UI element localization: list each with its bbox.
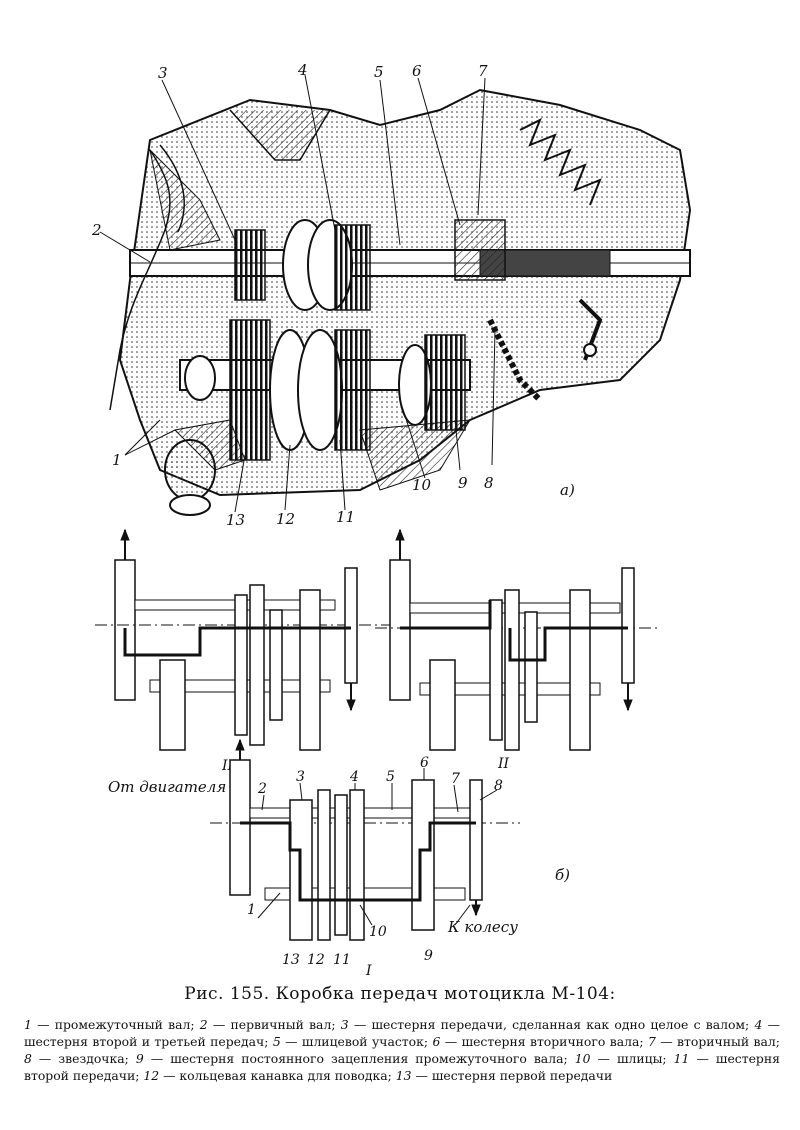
callout-a-10: 10 xyxy=(412,476,432,494)
legend-text: первичный вал; xyxy=(230,1017,336,1032)
legend-num: 4 xyxy=(754,1017,763,1032)
legend-text: шлицевой участок; xyxy=(301,1034,429,1049)
callout-b-5: 5 xyxy=(386,769,395,785)
legend-text: вторичный вал; xyxy=(677,1034,780,1049)
diagram-III xyxy=(95,528,400,751)
callout-b-3: 3 xyxy=(296,769,305,785)
callout-a-7: 7 xyxy=(478,62,488,80)
callout-b-12: 12 xyxy=(307,952,325,968)
callout-a-6: 6 xyxy=(412,62,422,80)
legend-text: шестерня вторичного вала; xyxy=(461,1034,644,1049)
callout-a-5: 5 xyxy=(374,63,384,81)
figure-drawing: 3 4 5 6 7 2 1 13 12 11 10 9 8 а) xyxy=(91,61,692,979)
legend-num: 11 xyxy=(673,1051,690,1066)
legend-num: 1 xyxy=(24,1017,32,1032)
callout-b-2: 2 xyxy=(257,781,267,797)
callout-b-7: 7 xyxy=(451,771,460,787)
spring xyxy=(519,117,602,206)
diagram-I xyxy=(210,738,520,941)
diagram-II xyxy=(375,528,660,751)
callout-b-4: 4 xyxy=(349,769,359,785)
callout-b-11: 11 xyxy=(333,952,351,968)
legend-num: 2 xyxy=(199,1017,208,1032)
callout-a-9: 9 xyxy=(458,474,468,492)
legend-text: шлицы; xyxy=(616,1051,667,1066)
legend-num: 12 xyxy=(143,1068,160,1083)
to-wheel-label: К колесу xyxy=(447,918,518,936)
callout-a-4: 4 xyxy=(297,61,308,79)
callout-a-8: 8 xyxy=(484,474,494,492)
figure-caption: 1 — промежуточный вал; 2 — первичный вал… xyxy=(24,1017,780,1083)
legend-num: 8 xyxy=(24,1051,32,1066)
callout-a-11: 11 xyxy=(336,508,355,526)
callout-b-1: 1 xyxy=(247,902,256,918)
diagram-II-label: II xyxy=(497,756,510,772)
callout-a-2: 2 xyxy=(91,221,102,239)
callout-a-13: 13 xyxy=(226,511,245,529)
legend-text: шестерня второй передачи; xyxy=(24,1051,780,1083)
legend-num: 6 xyxy=(432,1034,441,1049)
callout-b-13: 13 xyxy=(282,952,300,968)
diagram-I-label: I xyxy=(365,963,372,979)
callout-b-6: 6 xyxy=(420,755,429,771)
from-engine-label: От двигателя xyxy=(108,778,226,796)
legend-text: шестерня первой передачи xyxy=(431,1068,613,1083)
callout-b-8: 8 xyxy=(494,778,503,794)
legend-text: звездочка; xyxy=(58,1051,129,1066)
chain-right xyxy=(487,318,543,403)
gearbox-cutaway: 3 4 5 6 7 2 1 13 12 11 10 9 8 а) xyxy=(91,61,692,529)
figure-title: Рис. 155. Коробка передач мотоцикла М-10… xyxy=(184,984,616,1004)
legend-num: 5 xyxy=(272,1034,281,1049)
legend-text: промежуточный вал; xyxy=(54,1017,195,1032)
callout-a-12: 12 xyxy=(276,510,295,528)
figure-b-tag: б) xyxy=(555,866,570,884)
legend-text: шестерня передачи, сделанная как одно це… xyxy=(371,1017,750,1032)
legend-num: 3 xyxy=(340,1017,349,1032)
callout-a-3: 3 xyxy=(158,64,168,82)
legend-text: кольцевая канавка для поводка; xyxy=(179,1068,392,1083)
legend-text: шестерня второй и третьей передач; xyxy=(24,1034,269,1049)
legend-num: 9 xyxy=(135,1051,144,1066)
legend-num: 13 xyxy=(395,1068,412,1083)
legend-text: шестерня постоянного зацепления промежут… xyxy=(170,1051,568,1066)
callout-a-1: 1 xyxy=(112,451,122,469)
chain-left xyxy=(109,144,185,411)
legend-num: 10 xyxy=(574,1051,591,1066)
legend-num: 7 xyxy=(647,1034,656,1049)
callout-b-10: 10 xyxy=(369,924,387,940)
callout-b-9: 9 xyxy=(424,948,433,964)
figure-a-tag: а) xyxy=(560,481,575,499)
